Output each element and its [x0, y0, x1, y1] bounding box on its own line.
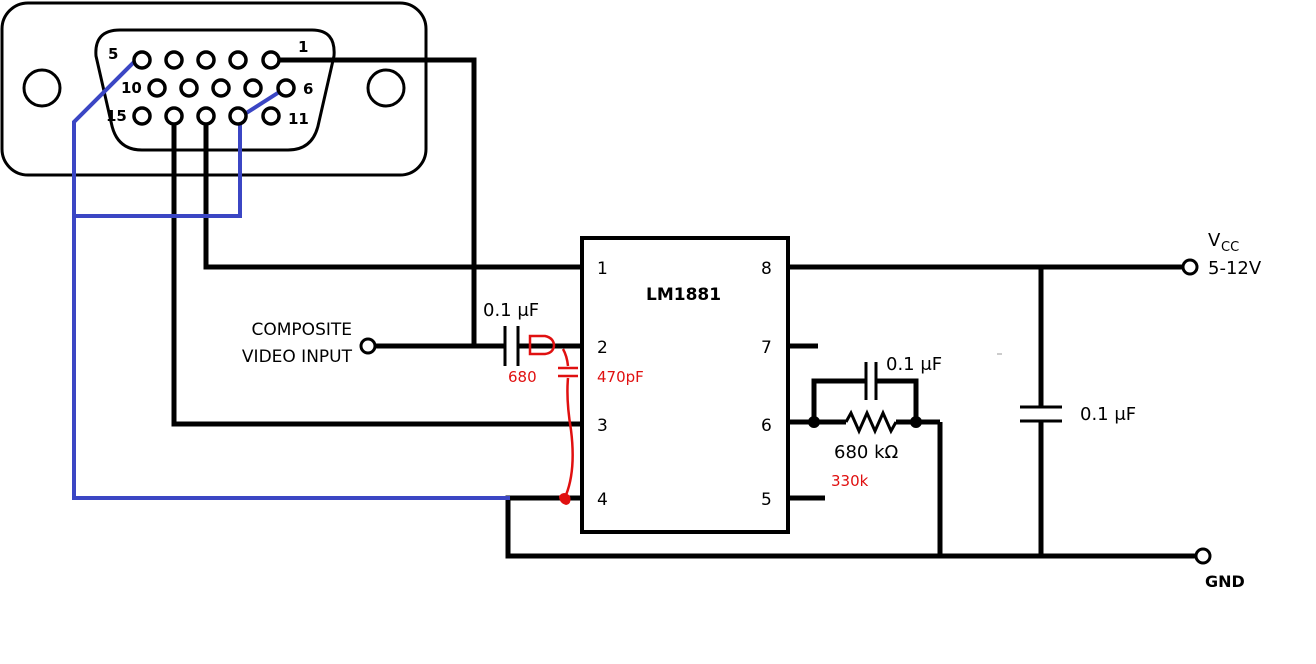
- vcc-terminal: [1181, 258, 1199, 276]
- lm1881-chip: [580, 236, 790, 534]
- junction-dot: [910, 416, 922, 428]
- vga-pin: [276, 78, 296, 98]
- vga-label-1: 1: [298, 38, 308, 56]
- vga-pin: [132, 50, 152, 70]
- vga-label-11: 11: [288, 110, 309, 128]
- wires: [171, 57, 1196, 559]
- composite-input-terminal: [359, 337, 377, 355]
- vga-label-15: 15: [106, 107, 127, 125]
- input-cap-label: 0.1 μF: [483, 300, 539, 321]
- vga-pin: [228, 106, 248, 126]
- red-annotations: [528, 334, 578, 505]
- speck: [997, 353, 1002, 355]
- vga-label-6: 6: [303, 80, 313, 98]
- vga-pin: [132, 106, 152, 126]
- wire-cap-right: [876, 378, 919, 422]
- vga-pin: [261, 106, 281, 126]
- chip-name: LM1881: [646, 285, 721, 305]
- wire-to-pin1: [203, 116, 582, 270]
- pin6-res-label: 680 kΩ: [834, 442, 899, 463]
- chip-pin-2: 2: [597, 338, 608, 358]
- wire-to-pin3: [171, 116, 582, 427]
- vcc-range: 5-12V: [1208, 258, 1262, 279]
- vcc-cap-label: 0.1 μF: [1080, 404, 1136, 425]
- composite-label-1: COMPOSITE: [252, 320, 352, 340]
- pin6-capacitor: [864, 362, 878, 400]
- mounting-hole-left: [22, 68, 62, 108]
- vga-pin: [196, 50, 216, 70]
- pin6-resistor: [844, 409, 898, 435]
- chip-pin-4: 4: [597, 490, 608, 510]
- vga-label-5: 5: [108, 45, 118, 63]
- chip-pin-7: 7: [761, 338, 772, 358]
- composite-label-2: VIDEO INPUT: [242, 347, 353, 367]
- vga-pin: [147, 78, 167, 98]
- vga-wire-pin5: [72, 58, 510, 500]
- red-label-470pf: 470pF: [597, 368, 644, 386]
- chip-pin-3: 3: [597, 416, 608, 436]
- red-cap-wire: [558, 348, 578, 496]
- red-resistor-sketch: [528, 334, 556, 356]
- mounting-hole-right: [366, 68, 406, 108]
- vga-label-10: 10: [121, 79, 142, 97]
- wire-cap-left: [811, 378, 866, 422]
- red-label-330k: 330k: [831, 472, 869, 490]
- vga-wire-pin6: [74, 87, 286, 218]
- chip-pin-6: 6: [761, 416, 772, 436]
- vga-pin: [196, 106, 216, 126]
- vga-wires: [72, 58, 510, 500]
- red-junction: [559, 493, 571, 505]
- vga-pin: [164, 50, 184, 70]
- chip-pin-5: 5: [761, 490, 772, 510]
- pin6-cap-label: 0.1 μF: [886, 354, 942, 375]
- vcc-label: V: [1208, 230, 1221, 251]
- vga-connector-face: [94, 28, 336, 152]
- vga-pin: [164, 106, 184, 126]
- gnd-terminal: [1194, 547, 1212, 565]
- vga-pin: [228, 50, 248, 70]
- junction-dot: [808, 416, 820, 428]
- vcc-capacitor: [1020, 405, 1062, 423]
- vga-pin: [179, 78, 199, 98]
- wire-gnd-rail: [505, 495, 1196, 559]
- vga-pin: [261, 50, 281, 70]
- vga-connector-shell: [0, 1, 428, 177]
- wire-vga1-to-composite: [271, 57, 477, 346]
- red-label-680: 680: [508, 368, 537, 386]
- chip-pin-1: 1: [597, 259, 608, 279]
- vga-pin: [243, 78, 263, 98]
- gnd-label: GND: [1205, 572, 1245, 591]
- chip-pin-8: 8: [761, 259, 772, 279]
- vga-pins: [132, 50, 296, 126]
- vcc-subscript: CC: [1221, 240, 1239, 255]
- input-capacitor: [503, 326, 520, 366]
- vga-pin: [211, 78, 231, 98]
